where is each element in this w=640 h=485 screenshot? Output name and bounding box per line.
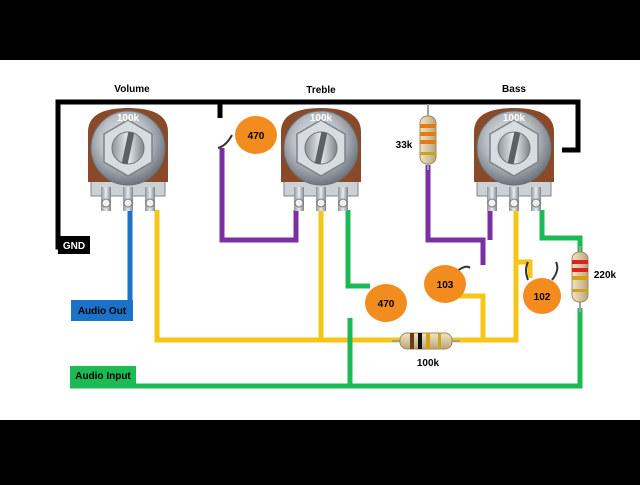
- capacitor-bass-left: 103: [424, 265, 471, 303]
- pot-treble-heading: Treble: [306, 85, 336, 96]
- capacitor-treble-bottom: 470: [365, 284, 407, 322]
- pot-volume-heading: Volume: [114, 84, 150, 95]
- signal-wire-cap103: [452, 293, 486, 340]
- capacitor-bass-right: 102: [523, 261, 561, 314]
- resistor-right: 220k: [571, 246, 617, 312]
- pot-bass-heading: Bass: [502, 84, 526, 95]
- resistor-bottom: 100k: [392, 332, 460, 369]
- gnd-label: GND: [63, 241, 85, 252]
- pot-volume: 100k: [88, 108, 168, 211]
- resistor-top: 33k: [396, 104, 437, 170]
- audio-out-label-box: Audio Out: [71, 300, 133, 321]
- audio-input-wire: [70, 308, 583, 389]
- pot-treble: 100k: [281, 108, 361, 211]
- gnd-label-box: GND: [58, 236, 90, 254]
- resistor-top-label: 33k: [396, 140, 413, 151]
- pot-bass-value: 100k: [503, 113, 526, 124]
- resistor-right-label: 220k: [594, 270, 617, 281]
- capacitor-bass-left-label: 103: [437, 280, 454, 291]
- resistor-bottom-label: 100k: [417, 358, 440, 369]
- audio-input-label: Audio Input: [75, 371, 131, 382]
- input-wire-treble: [345, 210, 370, 289]
- pot-treble-value: 100k: [310, 113, 333, 124]
- bass-wire: [425, 165, 486, 265]
- signal-wire-bass: [452, 210, 519, 343]
- capacitor-bass-right-label: 102: [534, 292, 551, 303]
- input-wire-bass: [539, 210, 583, 252]
- capacitor-treble-top: 470: [217, 116, 277, 154]
- signal-wire-cap102: [516, 259, 533, 278]
- capacitor-treble-bottom-label: 470: [378, 299, 395, 310]
- audio-input-label-box: Audio Input: [70, 366, 136, 386]
- capacitor-treble-top-label: 470: [248, 131, 265, 142]
- pot-bass: 100k: [474, 108, 554, 211]
- treble-wire: [219, 148, 299, 243]
- audio-out-label: Audio Out: [78, 306, 127, 317]
- pot-volume-value: 100k: [117, 113, 140, 124]
